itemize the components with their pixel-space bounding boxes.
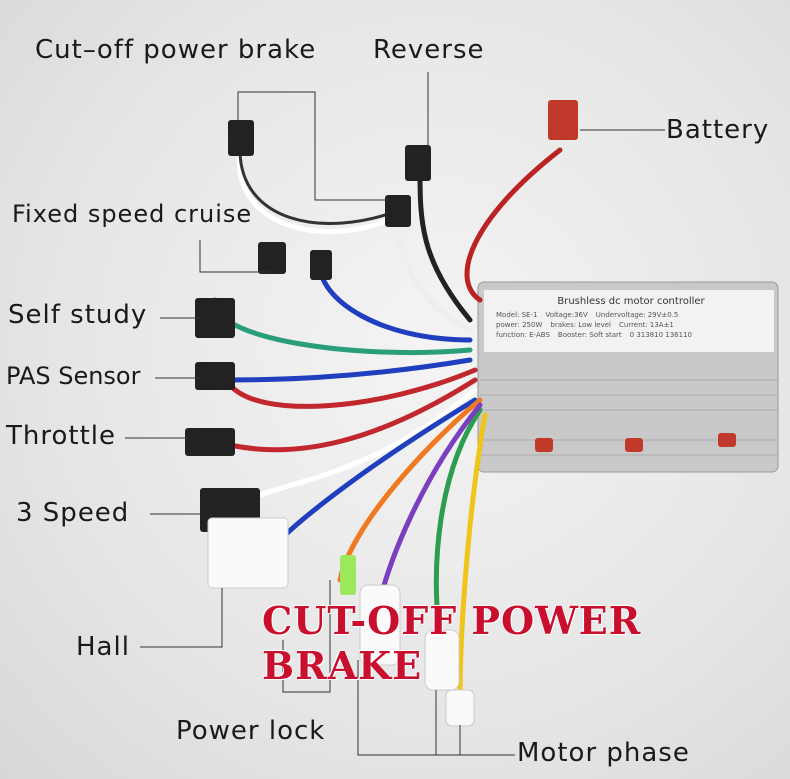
label-reverse: Reverse — [373, 35, 485, 65]
label-motor-phase: Motor phase — [517, 738, 690, 768]
label-hall: Hall — [76, 632, 130, 662]
connectors — [185, 100, 578, 727]
label-pas: PAS Sensor — [6, 362, 141, 390]
spec: brakes: Low level — [550, 321, 611, 329]
label-power-lock: Power lock — [176, 716, 326, 746]
controller-label-plate: Brushless dc motor controller Model: SE-… — [490, 296, 772, 341]
barcode-number: 0 313810 136110 — [629, 331, 692, 339]
controller-title: Brushless dc motor controller — [557, 296, 705, 307]
spec: Model: SE-1 — [496, 311, 538, 319]
leader-lines — [125, 72, 665, 756]
terminal-screws — [535, 433, 736, 452]
label-throttle: Throttle — [6, 421, 116, 451]
spec: Voltage:36V — [545, 311, 588, 319]
spec: Booster: Soft start — [557, 331, 622, 339]
label-self-study: Self study — [8, 300, 148, 330]
label-3-speed: 3 Speed — [16, 498, 130, 528]
label-cutoff-brake: Cut–off power brake — [35, 35, 317, 65]
spec: power: 250W — [496, 321, 543, 329]
overlay-cutoff-brake-title: CUT-OFF POWER BRAKE — [262, 598, 642, 688]
spec: Current: 13A±1 — [619, 321, 674, 329]
label-battery: Battery — [666, 115, 770, 145]
label-cruise: Fixed speed cruise — [12, 200, 253, 228]
spec: Undervoltage: 29V±0.5 — [595, 311, 679, 319]
spec: function: E-ABS — [496, 331, 550, 339]
controller-box — [477, 281, 779, 473]
